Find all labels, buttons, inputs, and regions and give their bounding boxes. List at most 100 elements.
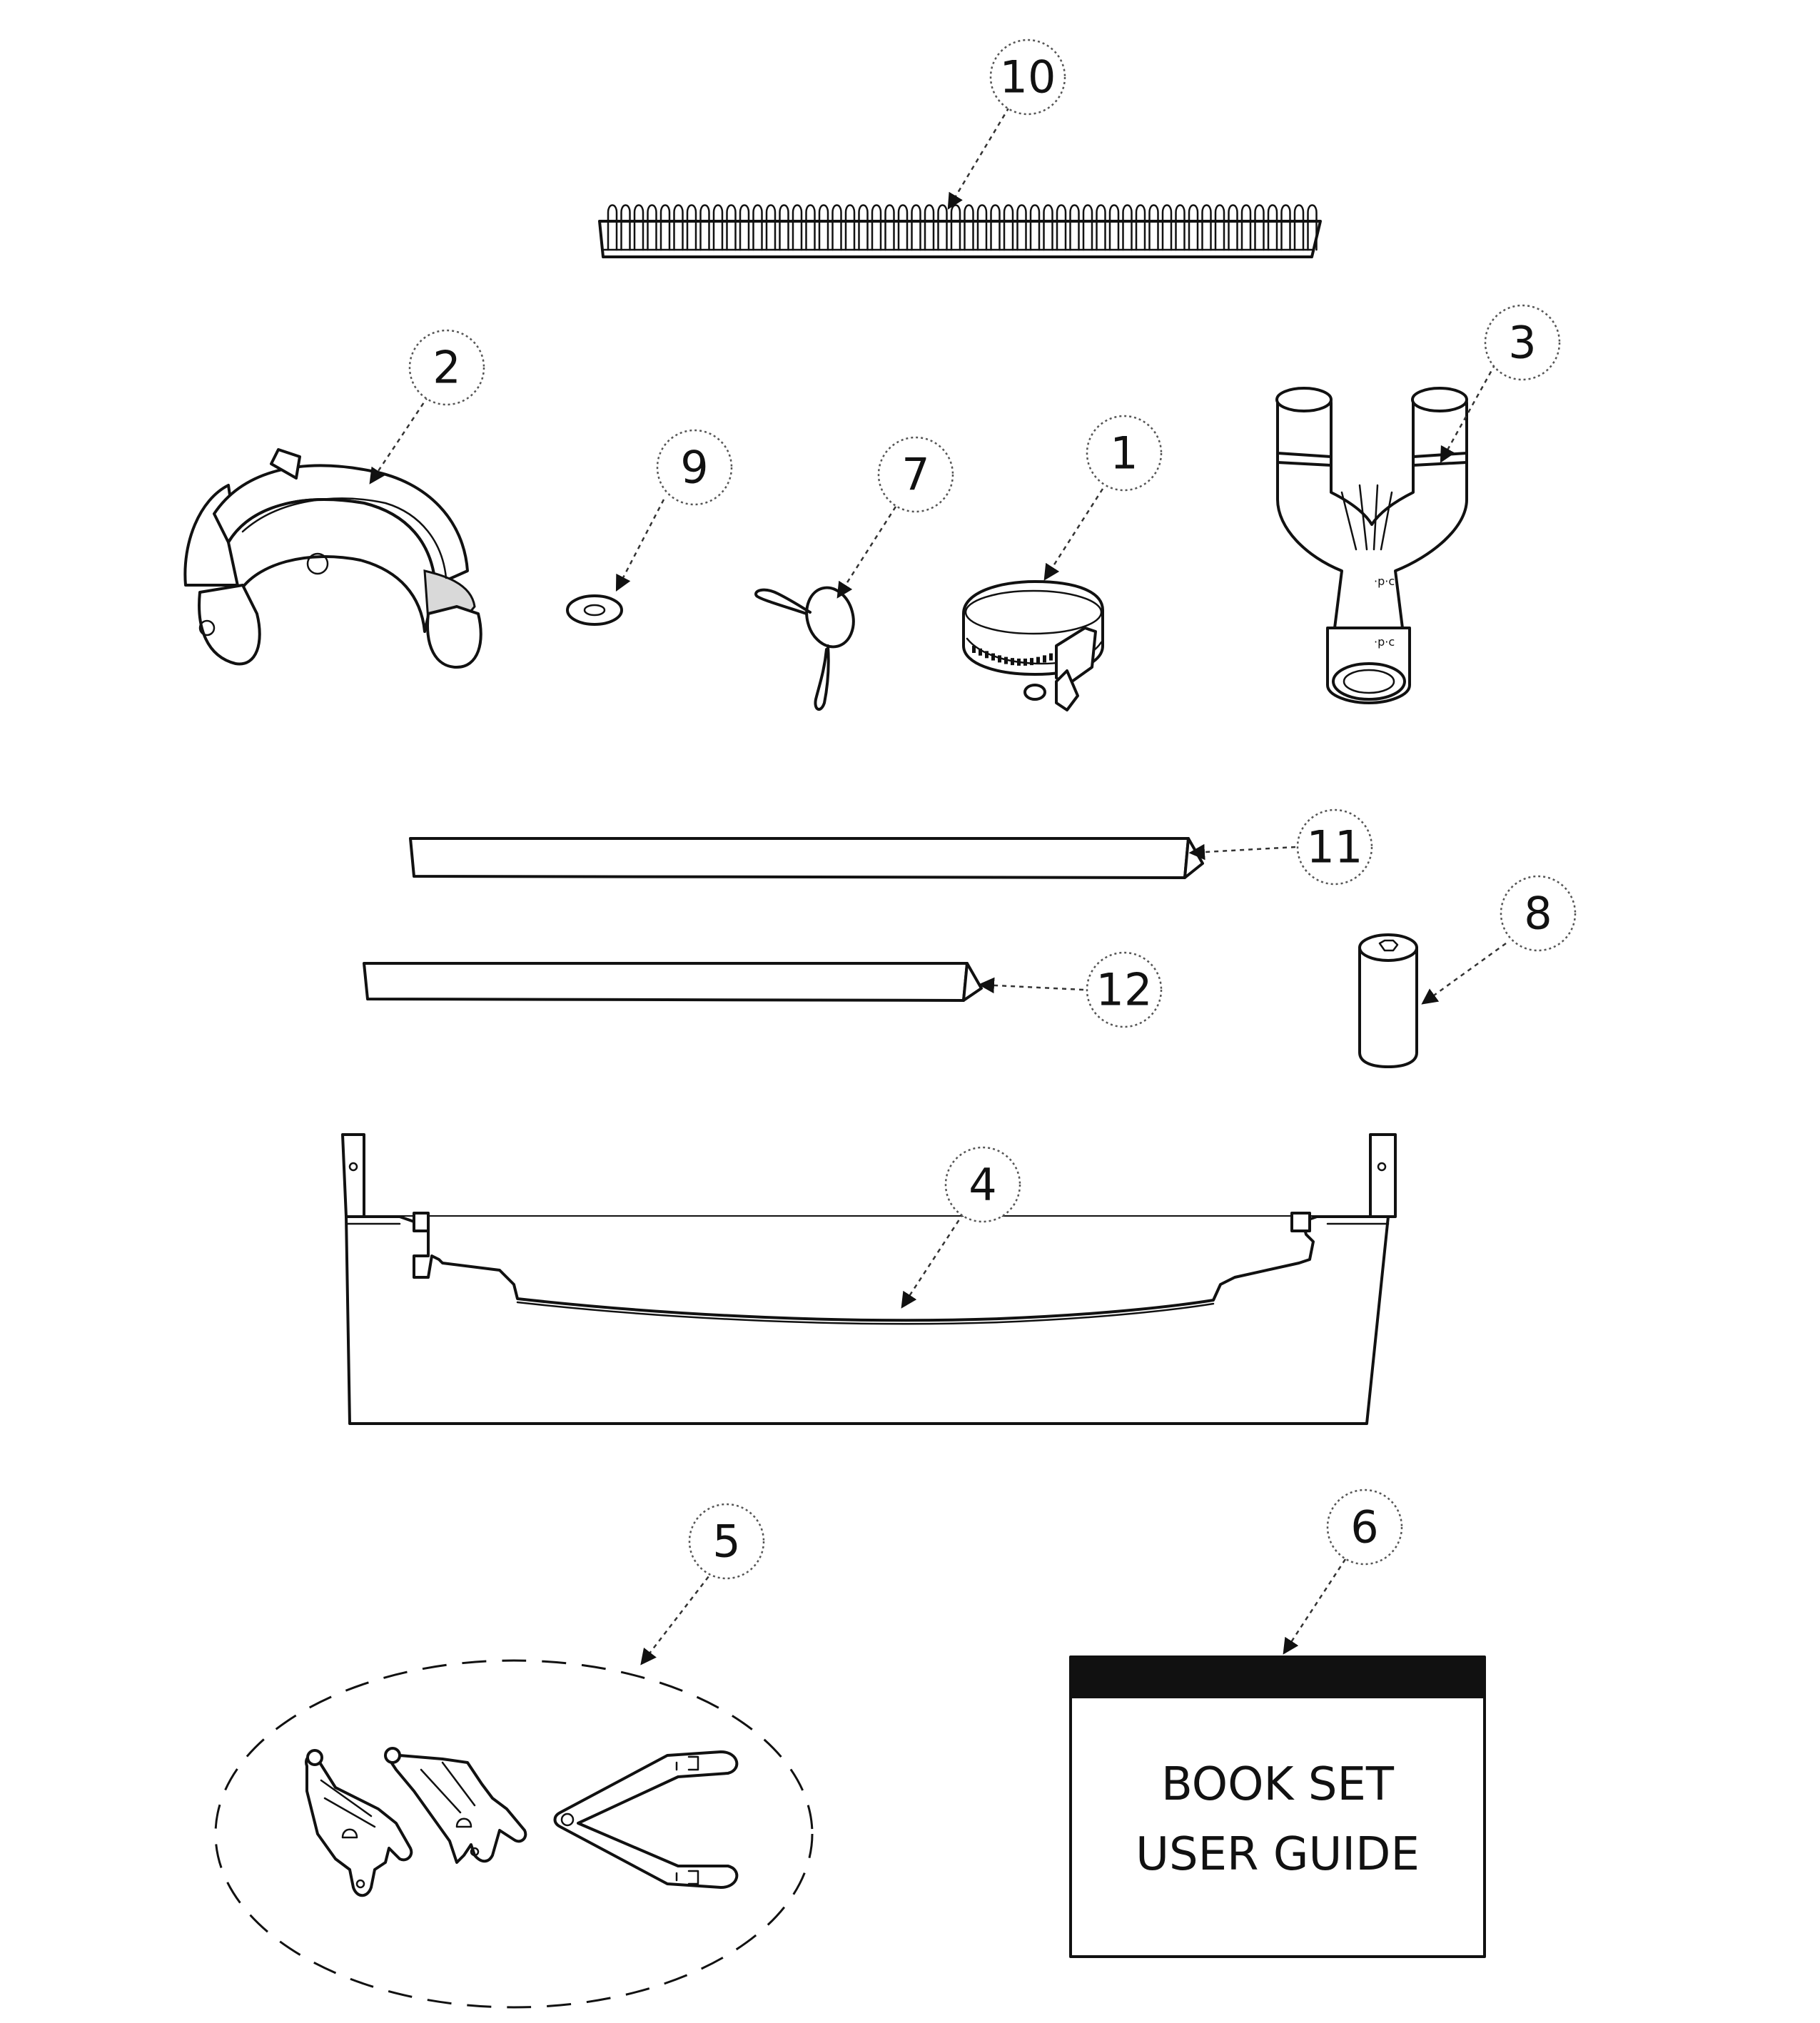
part-8-hex-spacer [1358, 933, 1418, 1068]
clamp-slot [979, 648, 982, 656]
comb-tooth [1240, 204, 1252, 251]
clamp-slot [1011, 658, 1014, 666]
clamp-slot [998, 655, 1001, 663]
comb-tooth [831, 204, 842, 251]
comb-tooth [1016, 204, 1027, 251]
part-4-tray-bracket [341, 1133, 1397, 1425]
callout-9-label: 9 [680, 442, 708, 494]
callout-3: 3 [1484, 304, 1561, 381]
comb-tooth [1003, 204, 1014, 251]
comb-tooth [1043, 204, 1053, 251]
clamp-slot [1049, 653, 1053, 661]
comb-tooth [1069, 204, 1080, 251]
comb-tooth [964, 204, 974, 251]
comb-tooth [1029, 204, 1041, 251]
comb-tooth [633, 204, 644, 251]
part-12-wedge-strip [363, 962, 983, 1002]
callout-8-label: 8 [1524, 888, 1552, 940]
part-2-hose-saddle [183, 448, 482, 669]
part-1-hose-clamp [962, 580, 1104, 711]
callout-1-label: 1 [1110, 427, 1138, 480]
comb-tooth [739, 204, 750, 251]
comb-tooth [858, 204, 869, 251]
part-7-wire-tag [754, 586, 855, 711]
comb-tooth [1122, 204, 1133, 251]
comb-tooth [1188, 204, 1199, 251]
callout-12: 12 [1086, 951, 1163, 1028]
comb-tooth [1254, 204, 1265, 251]
comb-tooth [1228, 204, 1238, 251]
comb-tooth [620, 204, 631, 251]
comb-tooth [884, 204, 895, 251]
callout-11: 11 [1296, 808, 1373, 886]
comb-tooth [897, 204, 909, 251]
comb-tooth [1280, 204, 1291, 251]
comb-tooth [1267, 204, 1278, 251]
comb-tooth [1201, 204, 1212, 251]
comb-tooth [1307, 204, 1318, 251]
callout-10: 10 [989, 39, 1066, 116]
callout-4: 4 [944, 1146, 1021, 1223]
comb-tooth [659, 204, 671, 251]
comb-tooth [818, 204, 829, 251]
clamp-slot [972, 646, 976, 653]
comb-tooth [752, 204, 763, 251]
comb-tooth [712, 204, 724, 251]
callout-7-label: 7 [901, 449, 929, 501]
comb-tooth [1293, 204, 1305, 251]
comb-tooth [805, 204, 816, 251]
comb-tooth [686, 204, 697, 251]
comb-tooth [871, 204, 882, 251]
clamp-slot [1004, 656, 1008, 664]
clamp-slot [1023, 658, 1027, 666]
comb-tooth [765, 204, 777, 251]
comb-tooth [937, 204, 948, 251]
comb-tooth [699, 204, 710, 251]
comb-tooth [1056, 204, 1067, 251]
comb-tooth [1148, 204, 1159, 251]
part-11-wedge-strip [409, 837, 1204, 879]
comb-tooth [792, 204, 803, 251]
comb-tooth [673, 204, 684, 251]
callout-5: 5 [688, 1503, 765, 1580]
comb-tooth [726, 204, 737, 251]
callout-8: 8 [1500, 875, 1577, 952]
comb-tooth [647, 204, 657, 251]
leader-lines [369, 99, 1507, 1665]
comb-tooth [779, 204, 789, 251]
callout-12-label: 12 [1096, 964, 1153, 1016]
callout-2-label: 2 [433, 342, 460, 394]
callout-4-label: 4 [969, 1159, 996, 1211]
comb-tooth [1161, 204, 1173, 251]
comb-tooth [990, 204, 1001, 251]
clamp-slot [1030, 658, 1033, 666]
callout-7: 7 [877, 436, 954, 513]
svg-text:·p·c: ·p·c [1374, 635, 1395, 649]
clamp-slot [1017, 658, 1021, 666]
part-9-washer [566, 594, 623, 626]
callout-5-label: 5 [712, 1516, 740, 1568]
clamp-slot [1036, 656, 1040, 664]
comb-tooth [1082, 204, 1093, 251]
part-3-y-connector: ·p·c ·p·c [1275, 387, 1468, 704]
callout-9: 9 [656, 429, 733, 506]
callout-2: 2 [408, 329, 485, 406]
part-6-book-set: BOOK SET USER GUIDE [1069, 1656, 1486, 1958]
callout-11-label: 11 [1307, 821, 1363, 873]
comb-tooth [924, 204, 935, 251]
comb-tooth [1214, 204, 1225, 251]
book-title-line-1: BOOK SET [1161, 1758, 1395, 1811]
comb-tooth [1175, 204, 1185, 251]
callout-6-label: 6 [1350, 1501, 1378, 1553]
callout-6: 6 [1326, 1489, 1403, 1566]
part-10-comb-strip [598, 204, 1322, 258]
comb-teeth [607, 204, 1318, 251]
callout-1: 1 [1086, 415, 1163, 492]
svg-text:·p·c: ·p·c [1374, 574, 1395, 588]
comb-tooth [844, 204, 856, 251]
comb-tooth [1108, 204, 1120, 251]
comb-tooth [911, 204, 921, 251]
book-title-line-2: USER GUIDE [1136, 1828, 1420, 1881]
clamp-slot [1043, 655, 1046, 663]
